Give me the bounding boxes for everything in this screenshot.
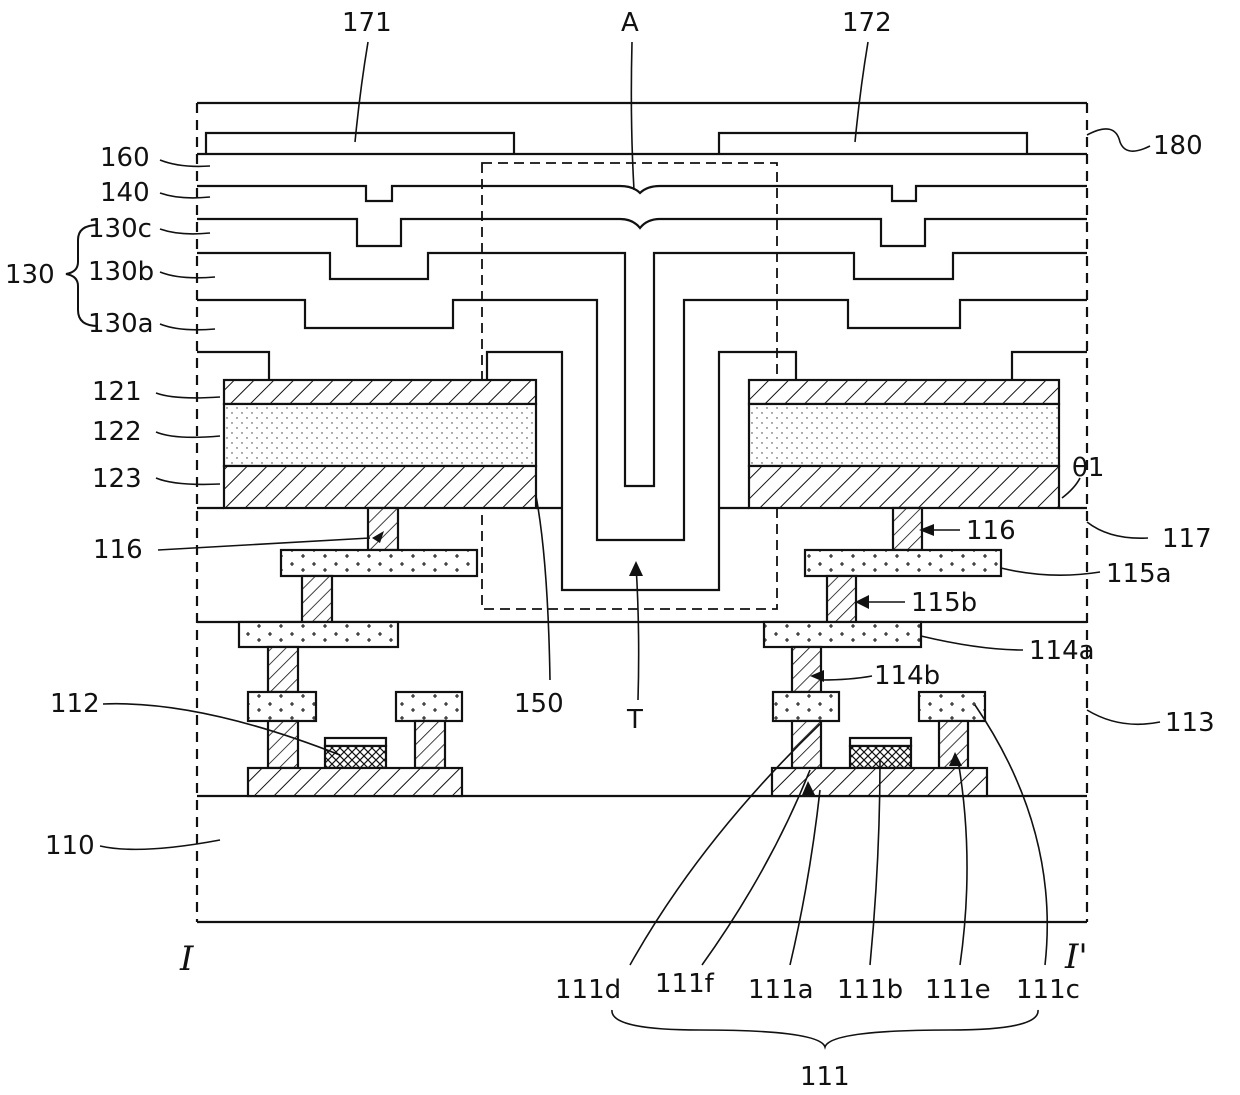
label-A: A xyxy=(621,8,639,38)
label-121: 121 xyxy=(92,377,142,407)
layer-140-line xyxy=(197,186,1087,201)
label-theta1: θ1 xyxy=(1072,453,1104,483)
label-I-prime: I' xyxy=(1064,937,1088,977)
label-130a: 130a xyxy=(88,309,154,339)
electrode-171 xyxy=(206,133,514,154)
label-116-right: 116 xyxy=(966,516,1016,546)
label-111f: 111f xyxy=(655,969,715,999)
left-stack xyxy=(224,380,536,508)
right-wiring xyxy=(764,508,1001,796)
label-I: I xyxy=(179,939,194,979)
label-111e: 111e xyxy=(925,975,991,1005)
label-140: 140 xyxy=(100,178,150,208)
label-160: 160 xyxy=(100,143,150,173)
label-116-left: 116 xyxy=(93,535,143,565)
label-T: T xyxy=(626,705,643,735)
layer-130c-line xyxy=(197,219,1087,246)
right-stack xyxy=(749,380,1059,508)
label-150: 150 xyxy=(514,689,564,719)
label-122: 122 xyxy=(92,417,142,447)
label-111: 111 xyxy=(800,1062,850,1092)
label-114b: 114b xyxy=(874,661,940,691)
label-115b: 115b xyxy=(911,588,977,618)
label-130: 130 xyxy=(5,260,55,290)
text-labels: 171 172 A 180 160 140 130c 130 130b 130a… xyxy=(5,8,1215,1092)
label-114a: 114a xyxy=(1029,636,1095,666)
label-113: 113 xyxy=(1165,708,1215,738)
label-172: 172 xyxy=(842,8,892,38)
label-115a: 115a xyxy=(1106,559,1172,589)
left-wiring xyxy=(239,508,477,796)
label-171: 171 xyxy=(342,8,392,38)
label-111c: 111c xyxy=(1016,975,1080,1005)
label-111b: 111b xyxy=(837,975,903,1005)
label-123: 123 xyxy=(92,464,142,494)
label-180: 180 xyxy=(1153,131,1203,161)
label-111a: 111a xyxy=(748,975,814,1005)
label-130b: 130b xyxy=(88,257,154,287)
label-112: 112 xyxy=(50,689,100,719)
electrode-172 xyxy=(719,133,1027,154)
layer-lines xyxy=(197,103,1087,922)
label-117: 117 xyxy=(1162,524,1212,554)
label-110: 110 xyxy=(45,831,95,861)
label-111d: 111d xyxy=(555,975,621,1005)
label-130c: 130c xyxy=(88,214,152,244)
